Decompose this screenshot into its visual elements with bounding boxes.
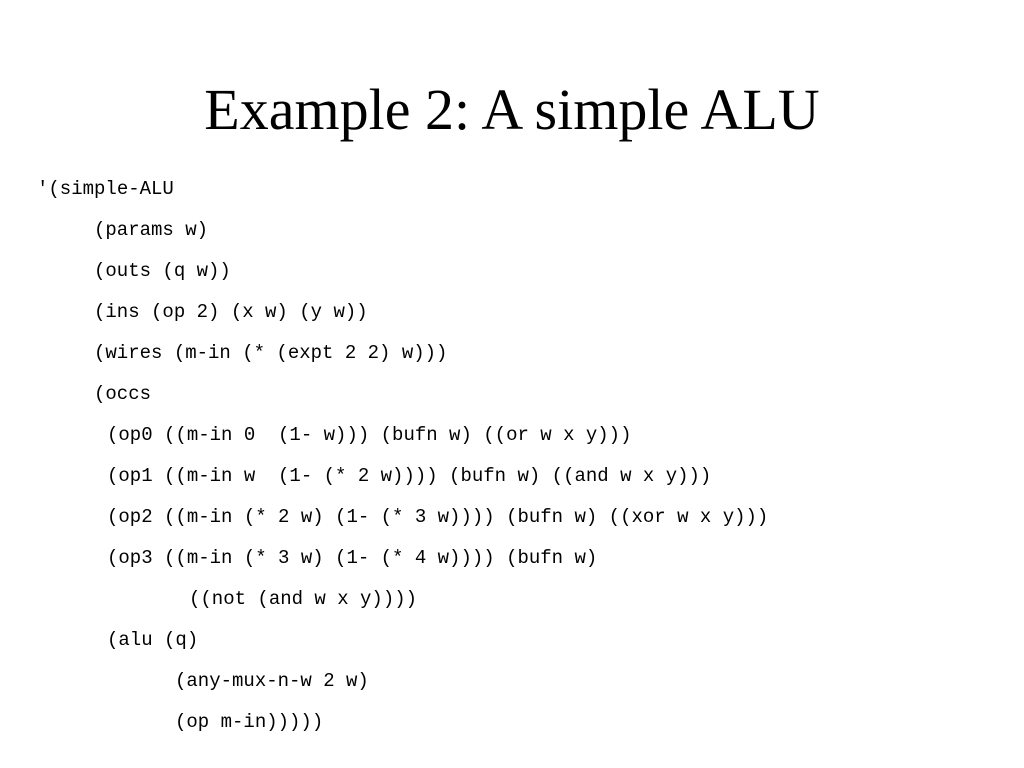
code-line: (any-mux-n-w 2 w) [175,670,369,692]
code-line: '(simple-ALU [37,178,174,200]
code-line: (wires (m-in (* (expt 2 2) w))) [94,342,448,364]
code-line: (params w) [94,219,209,241]
code-line: (op m-in))))) [175,711,324,733]
code-line: (outs (q w)) [94,260,231,282]
code-line: (op0 ((m-in 0 (1- w))) (bufn w) ((or w x… [107,424,632,446]
slide-title: Example 2: A simple ALU [204,77,820,142]
code-line: (occs [94,383,152,405]
code-line: ((not (and w x y)))) [189,588,418,610]
code-line: (op1 ((m-in w (1- (* 2 w)))) (bufn w) ((… [107,465,712,487]
code-line: (op3 ((m-in (* 3 w) (1- (* 4 w)))) (bufn… [107,547,598,569]
code-line: (ins (op 2) (x w) (y w)) [94,301,368,323]
code-line: (alu (q) [107,629,199,651]
code-line: (op2 ((m-in (* 2 w) (1- (* 3 w)))) (bufn… [107,506,769,528]
